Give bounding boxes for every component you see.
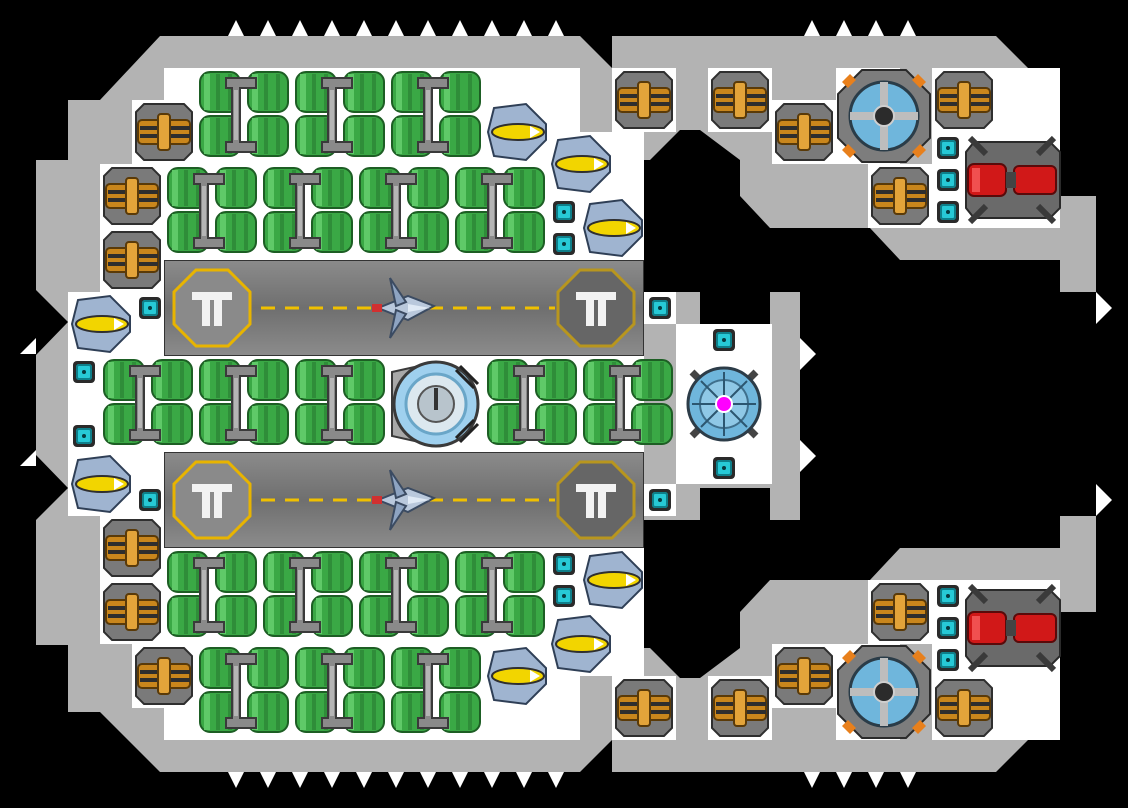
power-cell-icon[interactable] [937, 585, 959, 607]
heavy-gun-icon[interactable] [964, 132, 1062, 228]
fuel-tank-icon[interactable] [292, 356, 388, 448]
power-cell-icon[interactable] [553, 585, 575, 607]
power-cell-icon[interactable] [553, 233, 575, 255]
cannon-turret-icon[interactable] [772, 644, 836, 708]
fuel-tank-icon[interactable] [356, 548, 452, 640]
power-cell-icon[interactable] [553, 201, 575, 223]
cannon-turret-icon[interactable] [100, 164, 164, 228]
power-cell-icon[interactable] [937, 649, 959, 671]
missile-launcher-icon[interactable] [548, 612, 612, 676]
fuel-tank-icon[interactable] [356, 164, 452, 256]
cannon-turret-icon[interactable] [100, 580, 164, 644]
missile-launcher-icon[interactable] [580, 196, 644, 260]
landing-pad-icon[interactable] [172, 460, 252, 540]
power-cell-icon[interactable] [139, 489, 161, 511]
power-cell-icon[interactable] [139, 297, 161, 319]
cannon-turret-icon[interactable] [612, 676, 676, 740]
fuel-tank-icon[interactable] [260, 548, 356, 640]
missile-launcher-icon[interactable] [548, 132, 612, 196]
cannon-turret-icon[interactable] [932, 68, 996, 132]
power-cell-icon[interactable] [649, 489, 671, 511]
power-cell-icon[interactable] [937, 169, 959, 191]
missile-launcher-icon[interactable] [68, 292, 132, 356]
fuel-tank-icon[interactable] [484, 356, 580, 448]
fuel-tank-row-3 [100, 356, 388, 448]
fuel-tank-row-2 [164, 164, 548, 256]
reactor-icon[interactable] [836, 68, 932, 164]
power-cell-icon[interactable] [553, 553, 575, 575]
power-cell-icon[interactable] [649, 297, 671, 319]
fuel-tank-icon[interactable] [196, 68, 292, 160]
fuel-tank-icon[interactable] [164, 164, 260, 256]
fuel-tank-icon[interactable] [452, 548, 548, 640]
cannon-turret-icon[interactable] [868, 164, 932, 228]
fuel-tank-icon[interactable] [388, 644, 484, 736]
fuel-tank-row-1 [196, 68, 484, 160]
reactor-icon[interactable] [836, 644, 932, 740]
cannon-turret-icon[interactable] [932, 676, 996, 740]
cannon-turret-icon[interactable] [708, 676, 772, 740]
power-cell-icon[interactable] [73, 361, 95, 383]
fuel-tank-icon[interactable] [452, 164, 548, 256]
fighter-ship-icon[interactable] [368, 276, 440, 340]
fuel-tank-icon[interactable] [292, 68, 388, 160]
missile-launcher-icon[interactable] [68, 452, 132, 516]
cannon-turret-icon[interactable] [100, 228, 164, 292]
heavy-gun-icon[interactable] [964, 580, 1062, 676]
command-core-icon[interactable] [682, 362, 766, 446]
fuel-tank-icon[interactable] [164, 548, 260, 640]
fuel-tank-icon[interactable] [292, 644, 388, 736]
cannon-turret-icon[interactable] [132, 644, 196, 708]
power-cell-icon[interactable] [937, 201, 959, 223]
cannon-turret-icon[interactable] [100, 516, 164, 580]
fuel-tank-icon[interactable] [580, 356, 676, 448]
missile-launcher-icon[interactable] [484, 644, 548, 708]
cannon-turret-icon[interactable] [132, 100, 196, 164]
fuel-tank-row-4 [484, 356, 676, 448]
cannon-turret-icon[interactable] [772, 100, 836, 164]
fuel-tank-icon[interactable] [100, 356, 196, 448]
missile-launcher-icon[interactable] [580, 548, 644, 612]
fuel-tank-icon[interactable] [388, 68, 484, 160]
fuel-tank-icon[interactable] [260, 164, 356, 256]
cannon-turret-icon[interactable] [708, 68, 772, 132]
landing-pad-icon[interactable] [556, 460, 636, 540]
cannon-turret-icon[interactable] [612, 68, 676, 132]
shield-generator-icon[interactable] [388, 358, 484, 450]
fuel-tank-row-6 [196, 644, 484, 736]
fighter-ship-icon[interactable] [368, 468, 440, 532]
landing-pad-icon[interactable] [172, 268, 252, 348]
fuel-tank-icon[interactable] [196, 356, 292, 448]
power-cell-icon[interactable] [713, 329, 735, 351]
fuel-tank-row-5 [164, 548, 548, 640]
power-cell-icon[interactable] [937, 617, 959, 639]
fuel-tank-icon[interactable] [196, 644, 292, 736]
power-cell-icon[interactable] [937, 137, 959, 159]
power-cell-icon[interactable] [713, 457, 735, 479]
missile-launcher-icon[interactable] [484, 100, 548, 164]
power-cell-icon[interactable] [73, 425, 95, 447]
landing-pad-icon[interactable] [556, 268, 636, 348]
cannon-turret-icon[interactable] [868, 580, 932, 644]
